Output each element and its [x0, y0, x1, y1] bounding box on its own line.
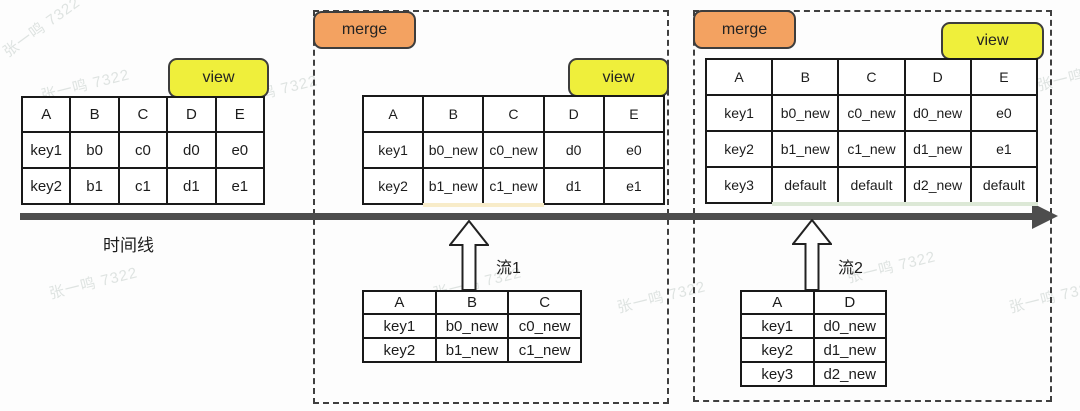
cell-highlighted: d2_new [903, 166, 972, 204]
col-header: C [507, 290, 582, 315]
col-header: B [434, 290, 510, 315]
cell-highlighted: default [771, 166, 840, 204]
cell: key1 [740, 313, 815, 339]
col-header: C [117, 96, 169, 133]
cell: key2 [362, 337, 437, 363]
merged-table-2: A B C D E key1 b0_new c0_new d0_new e0 k… [704, 58, 1039, 204]
merge-scope-box-1 [313, 10, 669, 404]
cell: d0 [166, 131, 217, 169]
cell: b0_new [434, 313, 510, 339]
cell: d1 [542, 167, 605, 205]
cell: b1_new [434, 337, 510, 363]
col-header: D [542, 95, 605, 133]
cell: b1 [69, 167, 120, 205]
timeline-arrowhead-icon [1032, 203, 1058, 229]
stream2-table: A D key1 d0_new key2 d1_new key3 d2_new [740, 290, 887, 387]
cell: e0 [969, 94, 1039, 132]
cell: d0 [542, 131, 605, 169]
cell-highlighted: b1_new [422, 167, 485, 205]
cell: key3 [704, 166, 774, 204]
merge-badge-1: merge [313, 11, 416, 49]
view-badge-base: view [168, 58, 269, 98]
col-header: A [704, 58, 774, 96]
cell: key2 [20, 167, 72, 205]
col-header: A [20, 96, 72, 133]
stream1-label: 流1 [496, 260, 521, 277]
cell: d1_new [812, 337, 887, 363]
col-header: E [214, 96, 266, 133]
col-header: C [837, 58, 906, 96]
watermark-text: 张一鸣 7322 [47, 264, 140, 303]
cell: c0_new [507, 313, 582, 339]
cell: c1_new [507, 337, 582, 363]
cell: key1 [704, 94, 774, 132]
watermark-text: 张一鸣 7322 [0, 0, 84, 61]
cell: key1 [361, 131, 425, 169]
timeline-axis [20, 213, 1034, 220]
col-header: A [361, 95, 425, 133]
cell: d2_new [812, 361, 887, 387]
cell-highlighted: d1_new [903, 130, 972, 168]
cell: c1_new [837, 130, 906, 168]
col-header: B [771, 58, 840, 96]
col-header: E [969, 58, 1039, 96]
col-header: E [602, 95, 666, 133]
merge-badge-2: merge [693, 10, 796, 49]
col-header-highlighted: B [422, 95, 485, 133]
cell: b1_new [771, 130, 840, 168]
cell-highlighted: c1_new [482, 167, 545, 205]
cell: c0_new [837, 94, 906, 132]
col-header: A [740, 290, 815, 315]
merged-table-1: A B C D E key1 b0_new c0_new d0 e0 key2 … [361, 95, 666, 205]
stream2-label: 流2 [838, 260, 863, 277]
cell: e0 [214, 131, 266, 169]
cell: c0 [117, 131, 169, 169]
cell-highlighted: b0_new [422, 131, 485, 169]
cell-highlighted: default [969, 166, 1039, 204]
cell-highlighted: default [837, 166, 906, 204]
cell: e1 [214, 167, 266, 205]
cell: d0_new [812, 313, 887, 339]
base-table: A B C D E key1 b0 c0 d0 e0 key2 b1 c1 d1… [20, 96, 266, 205]
cell: key1 [362, 313, 437, 339]
stream2-up-arrow-icon [792, 219, 832, 291]
col-header-highlighted: D [903, 58, 972, 96]
view-badge-merged1: view [568, 58, 669, 97]
cell: b0_new [771, 94, 840, 132]
cell: key3 [740, 361, 815, 387]
col-header: B [69, 96, 120, 133]
cell: key2 [361, 167, 425, 205]
timeline-label: 时间线 [103, 236, 154, 255]
col-header: A [362, 290, 437, 315]
cell: c1 [117, 167, 169, 205]
stream1-table: A B C key1 b0_new c0_new key2 b1_new c1_… [362, 290, 582, 363]
cell: b0 [69, 131, 120, 169]
stream1-up-arrow-icon [449, 220, 489, 291]
cell-highlighted: d0_new [903, 94, 972, 132]
cell: e1 [969, 130, 1039, 168]
cell: key2 [704, 130, 774, 168]
col-header: D [166, 96, 217, 133]
cell-highlighted: c0_new [482, 131, 545, 169]
col-header: D [812, 290, 887, 315]
cell: key1 [20, 131, 72, 169]
cell: key2 [740, 337, 815, 363]
cell: d1 [166, 167, 217, 205]
cell: e0 [602, 131, 666, 169]
cell: e1 [602, 167, 666, 205]
col-header-highlighted: C [482, 95, 545, 133]
view-badge-merged2: view [941, 22, 1044, 60]
